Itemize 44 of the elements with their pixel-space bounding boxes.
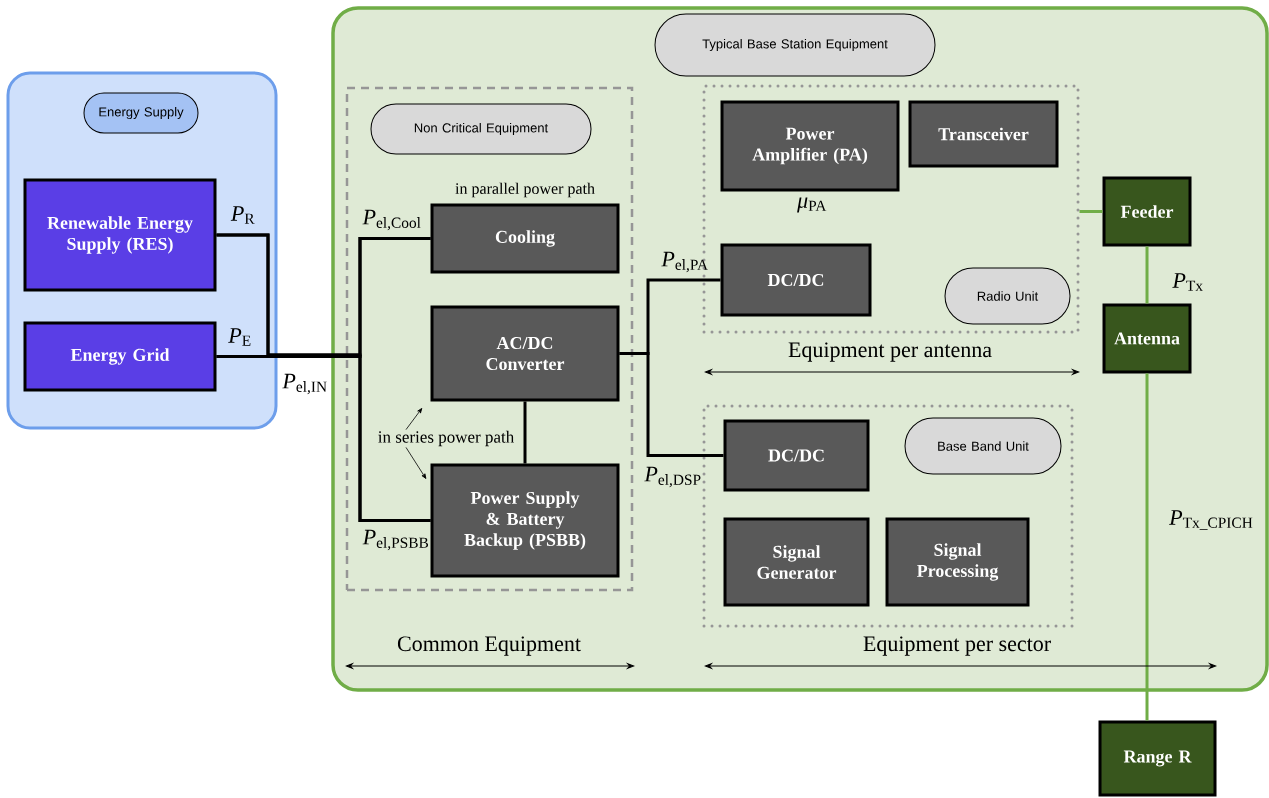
unit-pill: Typical Base Station Equipment	[654, 13, 936, 77]
component-box: Power Supply & Battery Backup (PSBB)	[430, 463, 620, 578]
power-symbol: P$_{E}$	[228, 328, 251, 346]
annotation-text: in series power path	[378, 430, 514, 447]
power-symbol: P$_{el,PA}$	[661, 251, 708, 273]
power-symbol: P$_{el,IN}$	[282, 373, 327, 395]
region-outline	[345, 86, 634, 592]
group-title-pill: Energy Supply	[83, 92, 199, 134]
connector-line	[1145, 373, 1149, 721]
power-symbol: P$_{R}$	[230, 206, 255, 224]
section-label: Equipment per antenna	[788, 342, 992, 362]
unit-pill: Non Critical Equipment	[370, 103, 592, 155]
power-symbol: P$_{el,DSP}$	[644, 466, 701, 488]
component-box: Transceiver	[908, 100, 1059, 168]
component-box: DC/DC	[720, 243, 872, 317]
source-box: Energy Grid	[23, 321, 217, 392]
antenna-chain-box: Range R	[1098, 720, 1217, 797]
unit-pill: Radio Unit	[944, 267, 1071, 325]
connector-line	[1145, 246, 1149, 304]
component-box: Signal Generator	[723, 517, 870, 607]
connector-line	[216, 355, 431, 522]
connector-line	[619, 352, 724, 457]
section-label: Common Equipment	[397, 636, 581, 656]
connector-line	[523, 401, 527, 464]
arrow	[405, 408, 423, 430]
region-outline	[702, 404, 1074, 628]
power-symbol: P$_{Tx}$	[1172, 273, 1203, 291]
source-box: Renewable Energy Supply (RES)	[23, 178, 217, 292]
antenna-chain-box: Feeder	[1102, 176, 1192, 247]
power-symbol: P$_{Tx_CPICH}$	[1169, 510, 1253, 530]
section-label: Equipment per sector	[863, 636, 1051, 656]
component-box: DC/DC	[723, 419, 870, 492]
component-box: Power Amplifier (PA)	[720, 100, 900, 192]
connector-line	[1079, 210, 1103, 213]
component-box: Signal Processing	[885, 517, 1030, 607]
power-symbol: P$_{el,Cool}$	[362, 209, 421, 231]
arrow	[405, 447, 427, 479]
power-symbol: P$_{el,PSBB}$	[362, 529, 429, 551]
efficiency-symbol: μ$_{PA}$	[797, 197, 827, 213]
unit-pill: Base Band Unit	[904, 417, 1062, 475]
component-box: Cooling	[430, 203, 620, 274]
annotation-text: in parallel power path	[455, 182, 595, 198]
antenna-chain-box: Antenna	[1102, 303, 1192, 374]
component-box: AC/DC Converter	[430, 305, 620, 402]
